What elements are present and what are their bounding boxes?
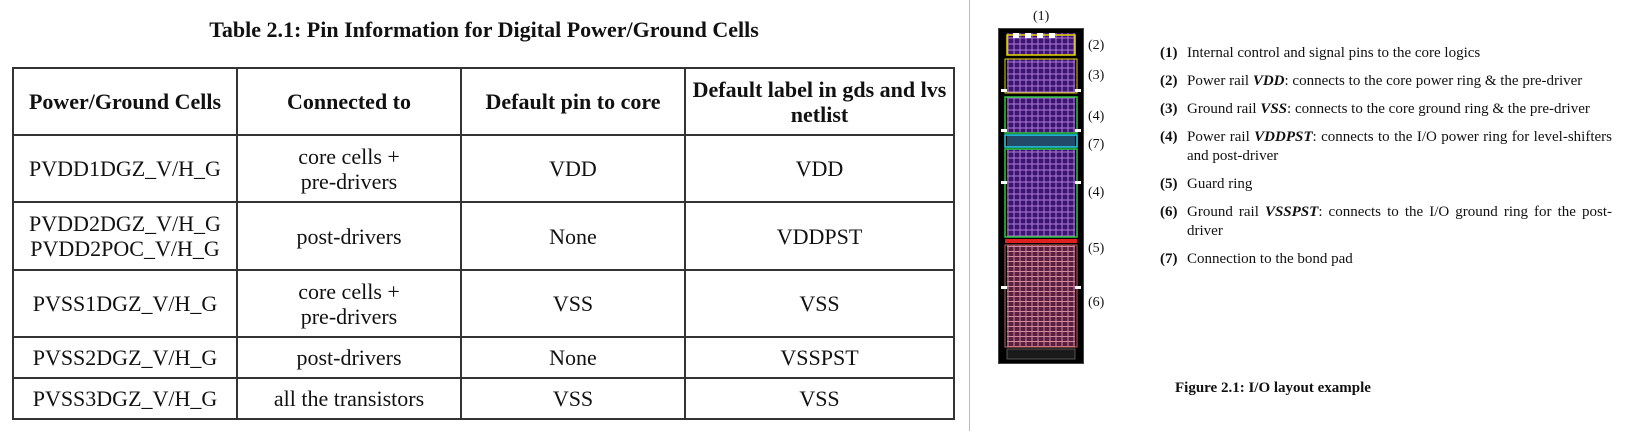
cell-connected: post-drivers <box>236 336 462 379</box>
note-emphasis: VSS <box>1260 101 1288 117</box>
chip-layout-image <box>998 28 1084 364</box>
table-section: Table 2.1: Pin Information for Digital P… <box>12 17 955 420</box>
callout-label: (6) <box>1088 295 1105 310</box>
note-item: (4) Power rail VDDPST: connects to the I… <box>1160 128 1612 166</box>
callout-label: (4) <box>1088 185 1105 200</box>
cell-label: VSS <box>684 269 955 338</box>
note-emphasis: VSSPST <box>1264 204 1319 220</box>
header-default-pin: Default pin to core <box>460 67 686 136</box>
cell-name: PVDD2DGZ_V/H_G PVDD2POC_V/H_G <box>12 201 238 271</box>
table-row: PVSS3DGZ_V/H_G all the transistors VSS V… <box>12 377 955 420</box>
table-caption: Table 2.1: Pin Information for Digital P… <box>209 17 759 42</box>
cell-pin: None <box>460 336 686 379</box>
note-number: (5) <box>1160 176 1178 192</box>
cell-name: PVDD1DGZ_V/H_G <box>12 134 238 203</box>
note-item: (7) Connection to the bond pad <box>1160 250 1612 269</box>
cell-label: VDDPST <box>684 201 955 271</box>
note-number: (4) <box>1160 129 1178 145</box>
cell-text: core cells + pre-drivers <box>298 143 400 194</box>
note-item: (5) Guard ring <box>1160 175 1612 194</box>
figure-caption: Figure 2.1: I/O layout example <box>1175 380 1371 396</box>
table-row: PVDD2DGZ_V/H_G PVDD2POC_V/H_G post-drive… <box>12 201 955 271</box>
cell-pin: VDD <box>460 134 686 203</box>
note-text: Connection to the bond pad <box>1187 250 1353 269</box>
note-pre: Guard ring <box>1187 176 1253 192</box>
callout-label: (3) <box>1088 68 1105 83</box>
callout-label: (5) <box>1088 241 1105 256</box>
cell-connected: post-drivers <box>236 201 462 271</box>
note-text: Ground rail VSSPST: connects to the I/O … <box>1187 203 1612 241</box>
note-pre: Power rail <box>1187 129 1255 145</box>
note-pre: Connection to the bond pad <box>1187 251 1353 267</box>
note-number: (2) <box>1160 73 1178 89</box>
header-connected-to: Connected to <box>236 67 462 136</box>
pin-info-table: Power/Ground Cells Connected to Default … <box>12 67 955 420</box>
cell-name: PVSS2DGZ_V/H_G <box>12 336 238 379</box>
note-emphasis: VDD <box>1252 73 1285 89</box>
cell-connected: all the transistors <box>236 377 462 420</box>
table-row: PVSS2DGZ_V/H_G post-drivers None VSSPST <box>12 336 955 379</box>
note-number: (7) <box>1160 251 1178 267</box>
cell-text: PVDD2DGZ_V/H_G PVDD2POC_V/H_G <box>29 211 221 261</box>
callout-label: (7) <box>1088 137 1105 152</box>
cell-connected: core cells + pre-drivers <box>236 134 462 203</box>
note-text: Ground rail VSS: connects to the core gr… <box>1187 100 1590 119</box>
note-pre: Power rail <box>1187 73 1253 89</box>
note-post: : connects to the I/O ground ring for th… <box>1187 204 1612 239</box>
callout-label: (2) <box>1088 38 1105 53</box>
note-emphasis: VDDPST <box>1254 129 1313 145</box>
cell-label: VDD <box>684 134 955 203</box>
callout-label: (4) <box>1088 109 1105 124</box>
table-row: PVDD1DGZ_V/H_G core cells + pre-drivers … <box>12 134 955 203</box>
cell-name: PVSS3DGZ_V/H_G <box>12 377 238 420</box>
cell-label: VSS <box>684 377 955 420</box>
note-text: Guard ring <box>1187 175 1252 194</box>
header-default-label: Default label in gds and lvs netlist <box>684 67 955 136</box>
note-item: (3) Ground rail VSS: connects to the cor… <box>1160 100 1612 119</box>
note-post: : connects to the core ground ring & the… <box>1287 101 1590 117</box>
callout-label: (1) <box>1033 9 1050 24</box>
note-text: Power rail VDDPST: connects to the I/O p… <box>1187 128 1612 166</box>
page-divider <box>969 0 970 431</box>
cell-text: core cells + pre-drivers <box>298 278 400 329</box>
note-pre: Ground rail <box>1187 101 1261 117</box>
note-pre: Ground rail <box>1187 204 1265 220</box>
table-header-row: Power/Ground Cells Connected to Default … <box>12 67 955 136</box>
note-post: : connects to the I/O power ring for lev… <box>1187 129 1612 164</box>
note-number: (3) <box>1160 101 1178 117</box>
note-number: (1) <box>1160 45 1178 61</box>
chip-layout-drawing <box>1001 33 1081 360</box>
note-pre: Internal control and signal pins to the … <box>1187 45 1481 61</box>
header-power-ground-cells: Power/Ground Cells <box>12 67 238 136</box>
cell-pin: VSS <box>460 269 686 338</box>
cell-name: PVSS1DGZ_V/H_G <box>12 269 238 338</box>
cell-pin: None <box>460 201 686 271</box>
note-post: : connects to the core power ring & the … <box>1284 73 1583 89</box>
table-row: PVSS1DGZ_V/H_G core cells + pre-drivers … <box>12 269 955 338</box>
note-item: (2) Power rail VDD: connects to the core… <box>1160 72 1612 91</box>
note-text: Power rail VDD: connects to the core pow… <box>1187 72 1582 91</box>
cell-connected: core cells + pre-drivers <box>236 269 462 338</box>
note-item: (6) Ground rail VSSPST: connects to the … <box>1160 203 1612 241</box>
figure-notes: (1) Internal control and signal pins to … <box>1160 44 1612 278</box>
cell-pin: VSS <box>460 377 686 420</box>
note-item: (1) Internal control and signal pins to … <box>1160 44 1612 63</box>
note-number: (6) <box>1160 204 1178 220</box>
note-text: Internal control and signal pins to the … <box>1187 44 1480 63</box>
cell-label: VSSPST <box>684 336 955 379</box>
